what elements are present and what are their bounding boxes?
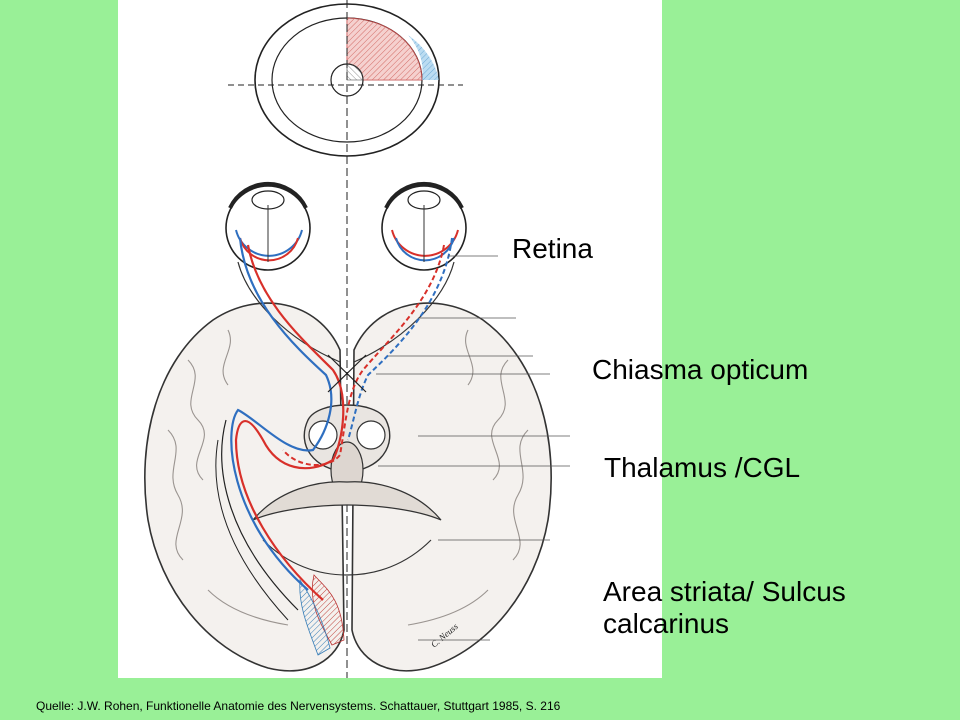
- right-eye: [381, 181, 467, 271]
- visual-field-diagram: [228, 3, 463, 157]
- left-eye: [225, 181, 311, 271]
- visual-pathway-illustration: C. Neuss: [144, 0, 570, 678]
- temporal-field-sector: [346, 17, 423, 81]
- illustration-panel: C. Neuss: [118, 0, 662, 678]
- label-area-striata: Area striata/ Sulcus calcarinus: [603, 576, 846, 640]
- nasal-field-sector: [408, 35, 439, 80]
- source-citation: Quelle: J.W. Rohen, Funktionelle Anatomi…: [36, 699, 561, 713]
- right-hemisphere: [351, 302, 552, 672]
- label-chiasma-opticum: Chiasma opticum: [592, 354, 809, 385]
- label-thalamus-cgl: Thalamus /CGL: [604, 452, 801, 483]
- optic-pathways: [215, 237, 455, 621]
- corpus-callosum-splenium: [252, 481, 442, 521]
- leader-lines: [376, 255, 570, 641]
- brain: [144, 302, 552, 672]
- red-pathway: [234, 244, 345, 601]
- label-area-striata-line1: Area striata/ Sulcus: [603, 576, 846, 607]
- blue-pathway: [230, 237, 333, 591]
- label-retina: Retina: [512, 233, 593, 264]
- area-striata-highlight: [311, 574, 345, 646]
- label-area-striata-line2: calcarinus: [603, 608, 730, 639]
